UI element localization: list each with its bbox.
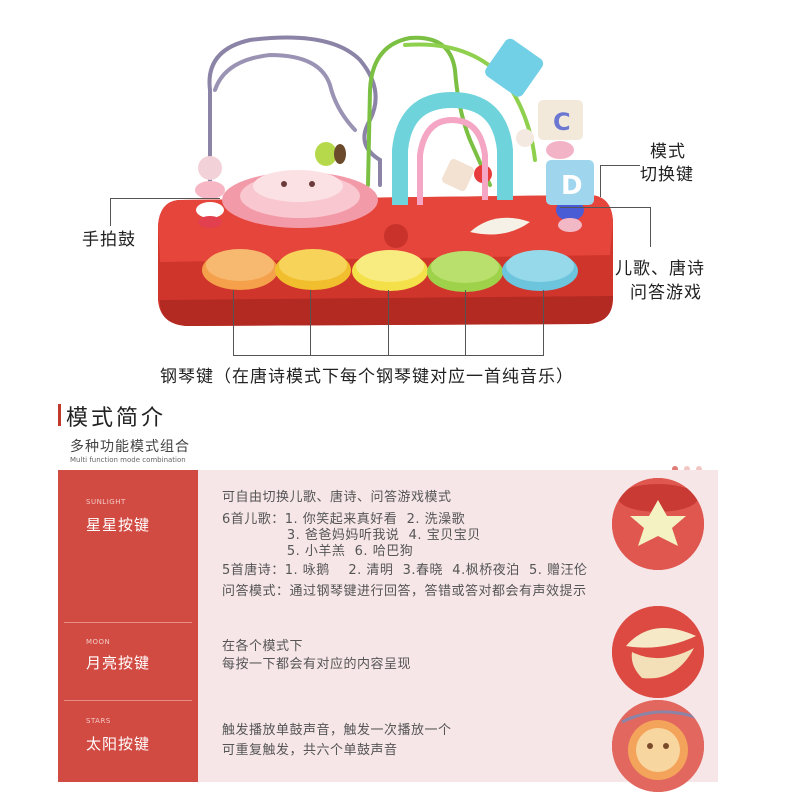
hand-drum-leader-h <box>110 198 220 199</box>
songs-poems-callout-line2: 问答游戏 <box>630 283 702 303</box>
section-accent-bar <box>58 404 61 426</box>
mode-2-line-2: 每按一下都会有对应的内容呈现 <box>222 657 412 672</box>
mode-3-line-2: 可重复触发，共六个单鼓声音 <box>222 743 398 758</box>
songs-leader-v <box>650 207 651 247</box>
letter-cube-c: C <box>538 100 583 140</box>
mode-switch-leader-h <box>600 165 640 166</box>
carousel-dot-active[interactable] <box>672 466 678 472</box>
mode-1-line-3: 3. 爸爸妈妈听我说 4. 宝贝宝贝 <box>222 528 481 543</box>
mode-2-label-en: MOON <box>86 638 111 646</box>
carousel-dot[interactable] <box>684 466 690 472</box>
mode-1-label-en: SUNLIGHT <box>86 498 126 506</box>
carousel-dots <box>672 457 708 476</box>
mode-1-line-6: 问答模式：通过钢琴键进行回答，答错或答对都会有声效提示 <box>222 584 587 599</box>
toy-illustration: C D <box>158 35 613 326</box>
mode-switch-callout-line1: 模式 <box>650 142 686 162</box>
row-separator <box>64 700 192 701</box>
piano-leader-3 <box>388 290 389 355</box>
section-title: 模式简介 <box>66 406 167 431</box>
letter-cube-d: D <box>546 160 594 205</box>
songs-poems-callout-line1: 儿歌、唐诗 <box>615 259 705 279</box>
sun-button-photo <box>612 700 704 792</box>
rainbow-arch <box>392 91 513 205</box>
mode-3-label-en: STARS <box>86 717 111 725</box>
piano-leader-h <box>233 355 544 356</box>
row-separator <box>64 622 192 623</box>
section-subtitle-en: Multi function mode combination <box>70 456 186 464</box>
songs-leader-h <box>560 207 650 208</box>
moon-button <box>470 217 530 235</box>
mode-2-line-1: 在各个模式下 <box>222 639 304 654</box>
mode-switch-callout-line2: 切换键 <box>640 165 694 185</box>
hand-drum-leader-v <box>110 198 111 226</box>
hand-drum <box>222 170 378 228</box>
carousel-dot[interactable] <box>696 466 702 472</box>
mode-3-line-1: 触发播放单鼓声音，触发一次播放一个 <box>222 723 452 738</box>
svg-text:C: C <box>553 108 571 136</box>
mode-3-label: 太阳按键 <box>86 735 151 753</box>
mode-1-line-1: 可自由切换儿歌、唐诗、问答游戏模式 <box>222 490 452 505</box>
piano-leader-left <box>233 290 234 355</box>
star-button-photo <box>612 478 704 570</box>
mode-1-label: 星星按键 <box>86 516 151 534</box>
piano-leader-2 <box>310 290 311 355</box>
piano-leader-4 <box>465 290 466 355</box>
mode-1-line-5: 5首唐诗：1. 咏鹅 2. 清明 3.春晓 4.枫桥夜泊 5. 赠汪伦 <box>222 563 588 578</box>
mode-labels-panel <box>58 470 198 782</box>
piano-leader-right <box>543 290 544 355</box>
hand-drum-callout: 手拍鼓 <box>82 230 136 250</box>
mode-switch-leader-v <box>600 165 601 197</box>
svg-text:D: D <box>561 171 583 201</box>
mode-1-line-4: 5. 小羊羔 6. 哈巴狗 <box>222 544 414 559</box>
moon-button-photo <box>612 606 704 698</box>
mode-1-line-2: 6首儿歌：1. 你笑起来真好看 2. 洗澡歌 <box>222 512 466 527</box>
piano-keys <box>202 249 578 292</box>
piano-keys-callout: 钢琴键（在唐诗模式下每个钢琴键对应一首纯音乐） <box>160 367 574 387</box>
mode-2-label: 月亮按键 <box>86 654 151 672</box>
section-subtitle: 多种功能模式组合 <box>70 439 190 455</box>
